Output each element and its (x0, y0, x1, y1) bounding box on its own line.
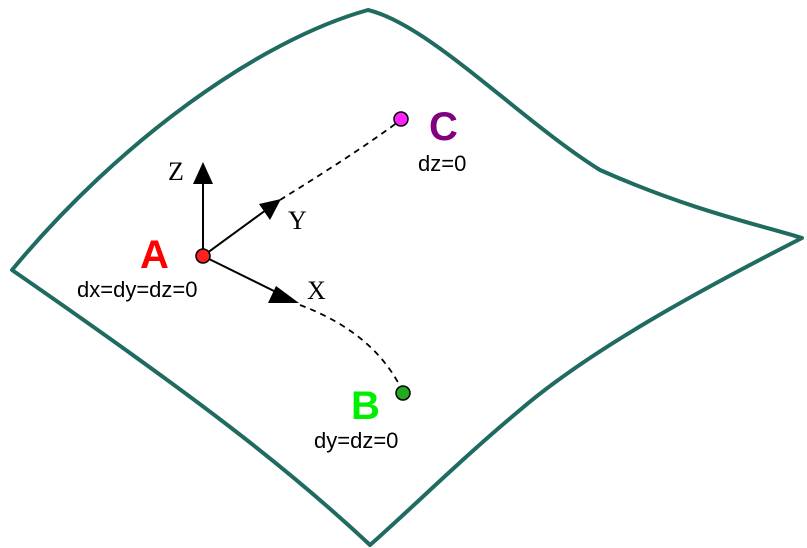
point-c-label: C (429, 105, 458, 149)
path-to-b (299, 304, 403, 391)
x-arrowhead (268, 286, 299, 303)
point-a-constraint: dx=dy=dz=0 (77, 277, 197, 302)
point-c-constraint: dz=0 (418, 151, 466, 176)
y-arrowhead (259, 199, 281, 220)
z-arrowhead (193, 162, 213, 184)
point-b-marker (395, 385, 411, 401)
point-b-constraint: dy=dz=0 (314, 428, 398, 453)
x-axis (202, 255, 283, 296)
path-to-c (279, 121, 399, 201)
x-axis-label: X (307, 276, 326, 305)
z-axis-label: Z (168, 157, 184, 186)
y-axis-label: Y (288, 206, 307, 235)
y-axis (202, 209, 267, 257)
point-b-label: B (351, 384, 380, 428)
point-c-marker (393, 111, 409, 127)
point-a-marker (195, 248, 211, 264)
surface-outline (10, 8, 804, 547)
point-a-label: A (140, 233, 169, 277)
